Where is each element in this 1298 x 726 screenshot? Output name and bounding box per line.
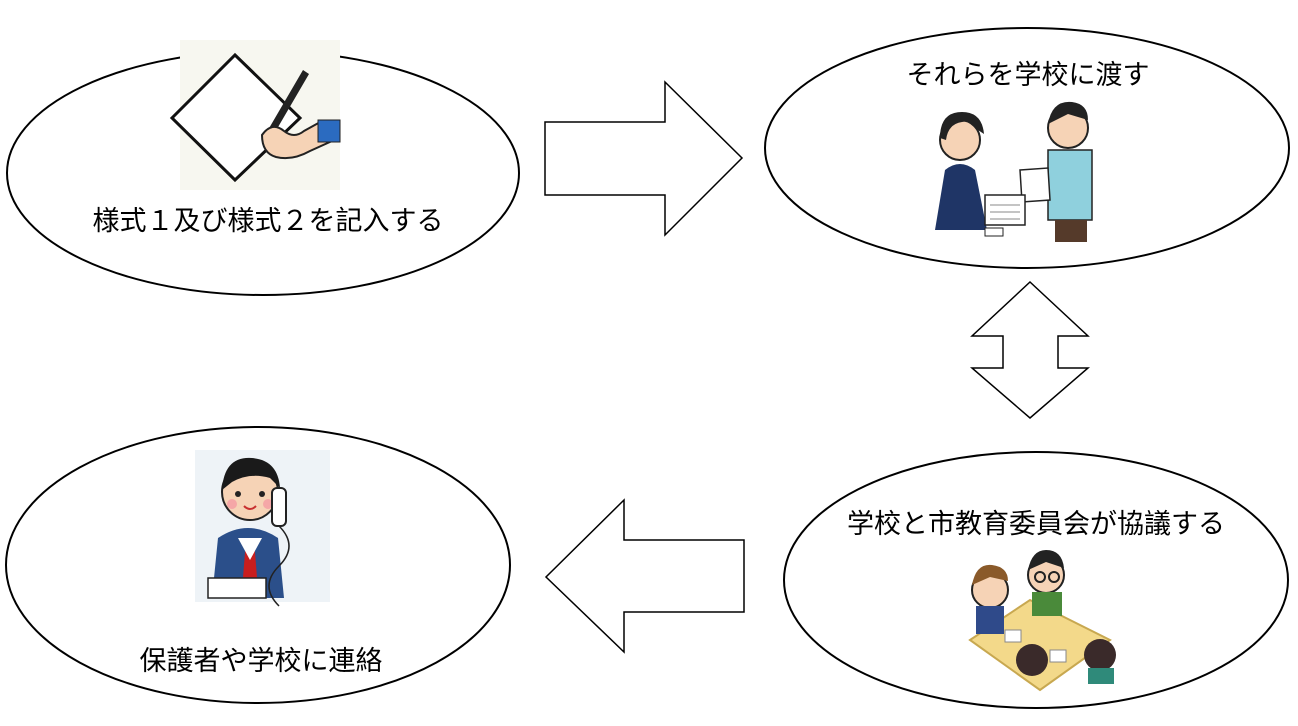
handing-documents-icon xyxy=(935,101,1093,242)
step-2-label: それらを学校に渡す xyxy=(907,60,1150,91)
phone-call-icon xyxy=(195,450,330,607)
arrow-left xyxy=(544,498,745,654)
step-1-label: 様式１及び様式２を記入する xyxy=(93,206,444,237)
step-2-ellipse xyxy=(764,27,1290,269)
arrow-right xyxy=(544,80,744,237)
step-3-label: 学校と市教育委員会が協議する xyxy=(847,509,1225,540)
step-1-node: 様式１及び様式２を記入する xyxy=(6,40,520,296)
step-3-node: 学校と市教育委員会が協議する xyxy=(783,451,1289,709)
step-2-node: それらを学校に渡す xyxy=(764,27,1290,269)
meeting-icon xyxy=(968,550,1116,692)
hand-writing-on-paper-icon xyxy=(169,40,341,190)
step-4-label: 保護者や学校に連絡 xyxy=(140,646,383,677)
step-4-node: 保護者や学校に連絡 xyxy=(5,426,511,704)
arrow-bidirectional xyxy=(969,280,1091,419)
